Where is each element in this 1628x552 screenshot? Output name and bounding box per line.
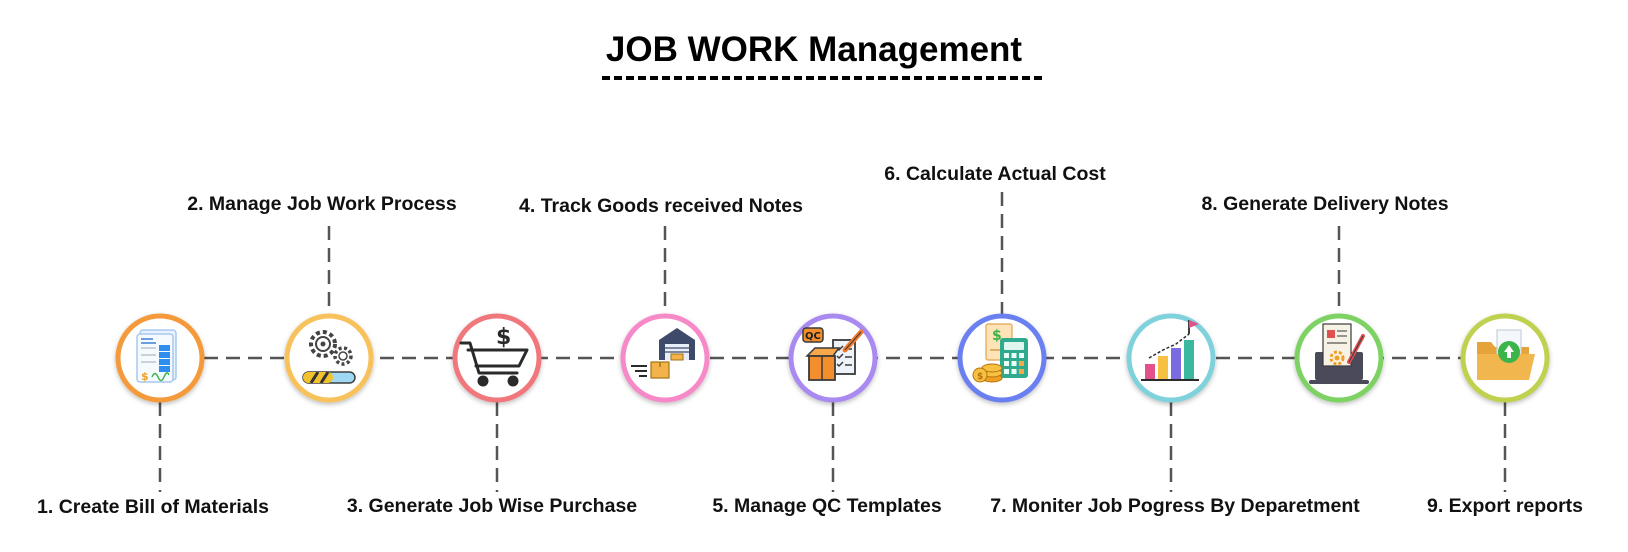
step-node-3: $ xyxy=(452,313,542,403)
step-node-4 xyxy=(620,313,710,403)
svg-text:$: $ xyxy=(992,328,1002,344)
svg-text:$: $ xyxy=(496,325,511,350)
step-label-4: 4. Track Goods received Notes xyxy=(519,195,803,217)
laptop-document-icon xyxy=(1309,323,1369,384)
step-node-5: QC xyxy=(788,313,878,403)
folder-upload-icon xyxy=(1477,329,1535,380)
step-node-6: $ $ xyxy=(957,313,1047,403)
step-label-6: 6. Calculate Actual Cost xyxy=(884,163,1106,185)
step-label-2: 2. Manage Job Work Process xyxy=(187,193,457,215)
diagram-title: JOB WORK Management xyxy=(605,30,1023,69)
gears-progress-icon xyxy=(302,330,356,384)
step-label-8: 8. Generate Delivery Notes xyxy=(1201,193,1449,215)
step-label-9: 9. Export reports xyxy=(1426,495,1584,517)
svg-text:$: $ xyxy=(977,372,983,382)
step-label-3: 3. Generate Job Wise Purchase xyxy=(346,495,638,517)
svg-text:$: $ xyxy=(141,370,149,383)
step-label-1: 1. Create Bill of Materials xyxy=(37,496,269,518)
bill-of-materials-icon: $ xyxy=(136,329,177,383)
title-underline xyxy=(602,76,1042,80)
step-node-7 xyxy=(1126,313,1216,403)
step-node-9 xyxy=(1460,313,1550,403)
warehouse-delivery-icon xyxy=(631,328,695,379)
step-node-2 xyxy=(284,313,374,403)
bar-chart-flag-icon xyxy=(1141,320,1199,381)
svg-text:QC: QC xyxy=(805,331,821,342)
step-node-8 xyxy=(1294,313,1384,403)
calculator-coins-icon: $ $ xyxy=(972,323,1028,383)
step-label-7: 7. Moniter Job Pogress By Deparetment xyxy=(990,495,1360,517)
step-label-5: 5. Manage QC Templates xyxy=(712,495,942,517)
qc-box-checklist-icon: QC xyxy=(802,327,864,381)
step-node-1: $ xyxy=(115,313,205,403)
shopping-cart-dollar-icon: $ xyxy=(459,325,529,387)
